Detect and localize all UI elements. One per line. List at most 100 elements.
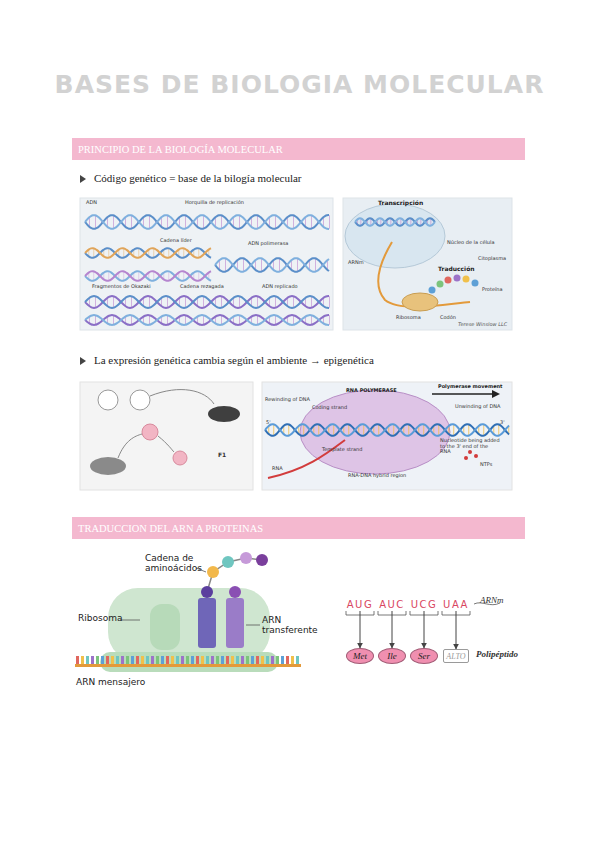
- ribosome-shape: [402, 293, 438, 311]
- dna-helix: [215, 258, 329, 272]
- trna-shape: [198, 598, 216, 648]
- base-pair: [468, 424, 469, 436]
- dna-strand: [85, 271, 211, 281]
- nucleotide: [126, 656, 129, 664]
- base-pair: [113, 215, 114, 229]
- base-pair: [311, 315, 312, 325]
- codon-box: AUC: [377, 597, 407, 611]
- dna-strand: [215, 258, 329, 272]
- base-pair: [221, 215, 222, 229]
- text-label: ADN replicado: [262, 284, 298, 290]
- base-pair: [153, 271, 154, 281]
- amino-acid: [445, 277, 452, 284]
- base-pair: [363, 424, 364, 436]
- section-band: PRINCIPIO DE LA BIOLOGÍA MOLECULAR: [72, 138, 525, 160]
- base-pair: [108, 248, 109, 258]
- base-pair: [113, 315, 114, 325]
- base-pair: [203, 315, 204, 325]
- base-pair: [329, 315, 330, 325]
- text-label: Traducción: [438, 266, 475, 273]
- base-pair: [138, 248, 139, 258]
- dna-helix: [265, 424, 509, 436]
- dna-helix: [85, 248, 211, 258]
- node-text: AUG: [347, 599, 373, 610]
- dna-strand: [215, 258, 329, 272]
- codon-arrow: [456, 611, 457, 649]
- mrna-backbone: [75, 664, 301, 667]
- base-pair: [393, 424, 394, 436]
- text-label: RNA-DNA hybrid region: [348, 473, 406, 479]
- base-pair: [257, 296, 258, 308]
- mouse-shape: [208, 406, 240, 422]
- amino-acid: [240, 552, 252, 564]
- movement-arrow: [432, 393, 492, 395]
- text-label: ARNm: [480, 596, 504, 606]
- text-label: Horquilla de replicación: [185, 200, 244, 206]
- base-pair: [257, 315, 258, 325]
- base-pair: [131, 215, 132, 229]
- dna-strand: [85, 315, 329, 325]
- trna-shape: [226, 598, 244, 648]
- nucleotide: [286, 656, 289, 664]
- text-label: Cadena líder: [160, 238, 192, 244]
- nucleotide: [241, 656, 244, 664]
- nucleotide: [246, 656, 249, 664]
- base-pair: [303, 424, 304, 436]
- base-pair: [168, 271, 169, 281]
- codon-box: AUG: [345, 597, 375, 611]
- base-pair: [225, 258, 226, 272]
- base-pair: [185, 296, 186, 308]
- base-pair: [329, 215, 330, 229]
- text-label: NTPs: [480, 462, 492, 468]
- node-text: UCG: [411, 599, 438, 610]
- base-pair: [203, 296, 204, 308]
- nucleotide: [296, 656, 299, 664]
- image-frame: [262, 382, 512, 490]
- text-label: ADN polimerasa: [248, 241, 288, 247]
- cell-nucleus: [345, 204, 445, 268]
- nucleotide: [161, 656, 164, 664]
- dna-helix: [85, 296, 330, 308]
- arrow-head: [492, 390, 500, 398]
- base-pair: [167, 296, 168, 308]
- dna-strand: [85, 296, 329, 308]
- base-pair: [123, 271, 124, 281]
- text-label: 3': [500, 420, 505, 426]
- node-text: AUC: [379, 599, 405, 610]
- page-title: BASES DE BIOLOGIA MOLECULAR: [0, 70, 599, 99]
- text-label: Núcleo de la célula: [447, 240, 495, 246]
- base-pair: [221, 296, 222, 308]
- base-pair: [198, 271, 199, 281]
- nucleotide: [141, 656, 144, 664]
- dna-strand: [355, 218, 435, 225]
- dna-strand: [85, 215, 329, 229]
- nucleotide: [111, 656, 114, 664]
- base-pair: [149, 315, 150, 325]
- nucleotide: [251, 656, 254, 664]
- nucleotide: [156, 656, 159, 664]
- node-text: TRADUCCION DEL ARN A PROTEINAS: [78, 523, 263, 534]
- base-pair: [288, 424, 289, 436]
- text-label: RNA POLYMERASE: [346, 388, 397, 394]
- base-pair: [239, 296, 240, 308]
- ribosome-site: [150, 604, 180, 650]
- base-pair: [149, 215, 150, 229]
- amino-acid: [437, 281, 444, 288]
- section-band: TRADUCCION DEL ARN A PROTEINAS: [72, 517, 525, 539]
- nucleotide: [171, 656, 174, 664]
- base-pair: [311, 215, 312, 229]
- codon-box: UAA: [441, 597, 471, 611]
- text-label: ARNm: [348, 260, 364, 266]
- nucleotide: [196, 656, 199, 664]
- text-label: Codón: [440, 315, 456, 321]
- base-pair: [239, 215, 240, 229]
- dna-helix: [355, 218, 435, 226]
- base-pair: [423, 424, 424, 436]
- base-pair: [167, 215, 168, 229]
- ntp-dot: [468, 450, 472, 454]
- base-pair: [95, 215, 96, 229]
- text-label: Cadena rezagada: [180, 284, 224, 290]
- amino-acid-oval: Ser: [410, 648, 438, 664]
- nucleotide: [201, 656, 204, 664]
